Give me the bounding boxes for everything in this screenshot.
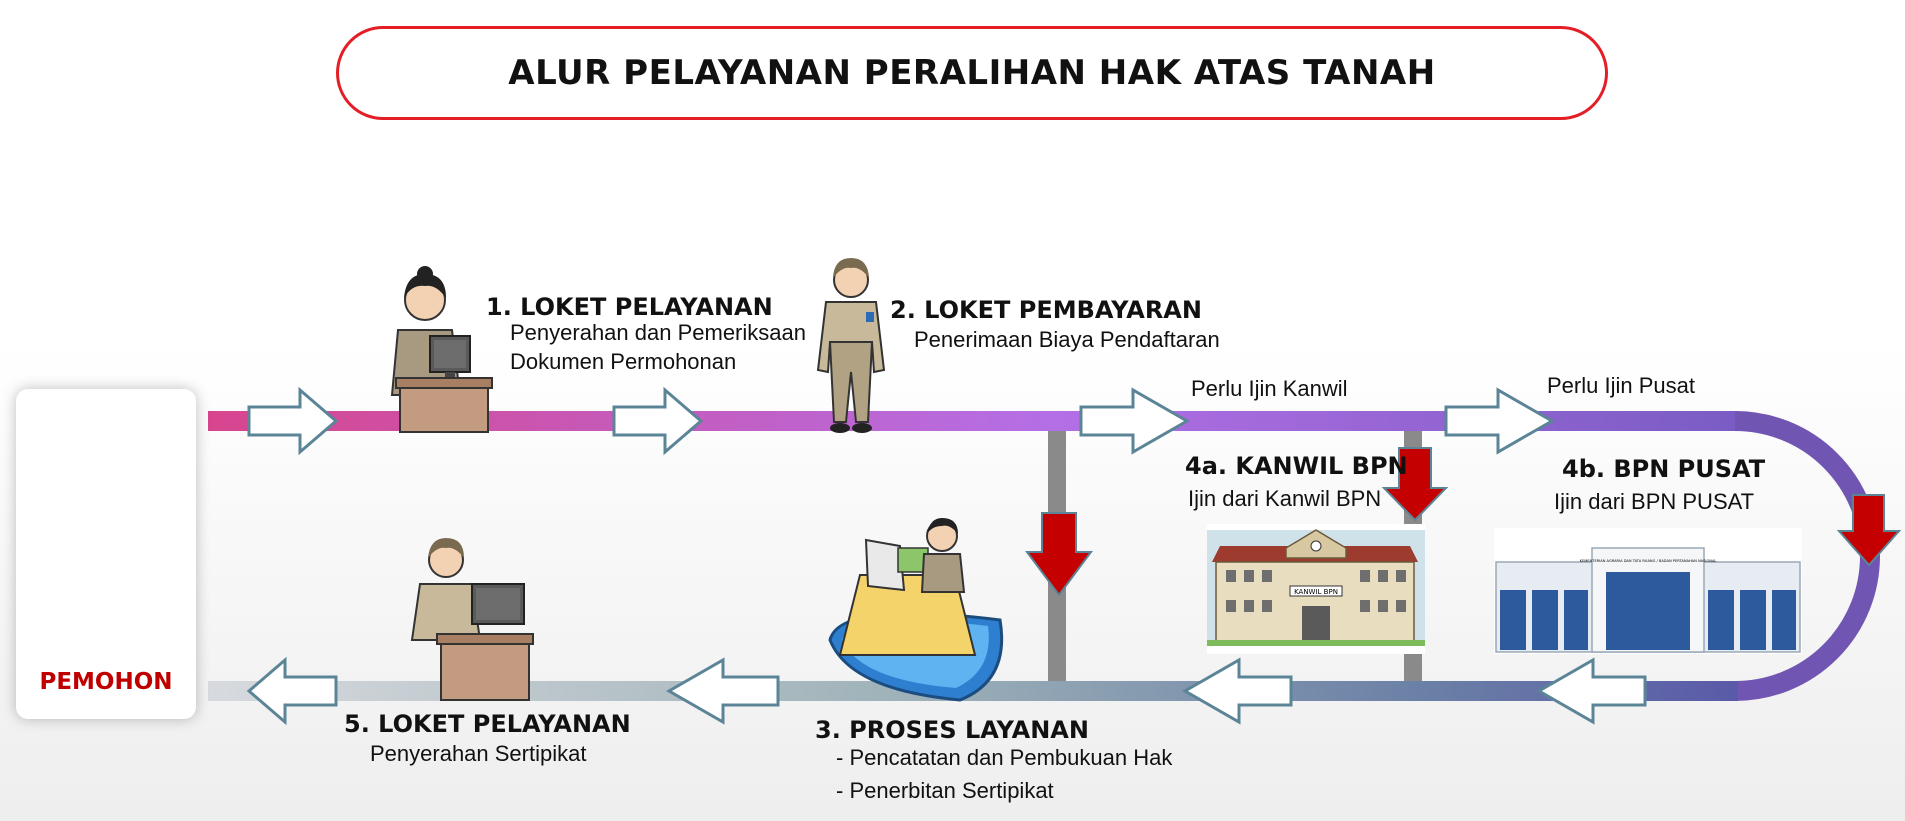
arrow-left-1 <box>246 656 338 726</box>
track-top <box>208 411 1738 431</box>
arrow-left-4 <box>1535 657 1647 725</box>
kanwil-sign: KANWIL BPN <box>1294 588 1338 596</box>
step-4a-desc-1: Ijin dari Kanwil BPN <box>1188 486 1382 511</box>
kanwil-building: KANWIL BPN <box>1207 524 1425 654</box>
down-arrow-kanwil <box>1381 447 1449 522</box>
step-1-desc-1: Penyerahan dan Pemeriksaan <box>510 320 806 345</box>
note-perlu-ijin-kanwil: Perlu Ijin Kanwil <box>1191 376 1348 401</box>
step-4a-title: 4a. KANWIL BPN <box>1185 452 1408 480</box>
officer-proses <box>828 518 1004 702</box>
arrow-left-3 <box>1181 657 1293 725</box>
officer-loket-1 <box>390 266 493 433</box>
arrow-right-2 <box>612 386 704 456</box>
pusat-sign: KEMENTERIAN AGRARIA DAN TATA RUANG / BAD… <box>1580 559 1717 563</box>
down-arrow-pusat <box>1836 494 1902 567</box>
pemohon-label: PEMOHON <box>39 669 173 695</box>
step-2-title: 2. LOKET PEMBAYARAN <box>890 296 1202 324</box>
step-4b-title: 4b. BPN PUSAT <box>1562 455 1766 483</box>
down-arrow-process <box>1025 512 1093 597</box>
arrow-right-1 <box>247 386 339 456</box>
pemohon-card: PEMOHON <box>16 389 196 719</box>
arrow-left-2 <box>665 657 780 725</box>
bpn-pusat-building: KEMENTERIAN AGRARIA DAN TATA RUANG / BAD… <box>1494 528 1802 654</box>
title-banner: ALUR PELAYANAN PERALIHAN HAK ATAS TANAH <box>336 26 1608 120</box>
step-5-title: 5. LOKET PELAYANAN <box>344 710 631 738</box>
note-perlu-ijin-pusat: Perlu Ijin Pusat <box>1547 373 1695 398</box>
page-title: ALUR PELAYANAN PERALIHAN HAK ATAS TANAH <box>508 53 1436 93</box>
step-3-title: 3. PROSES LAYANAN <box>815 716 1089 744</box>
step-3-desc-2: - Penerbitan Sertipikat <box>836 778 1054 803</box>
step-2-desc-1: Penerimaan Biaya Pendaftaran <box>914 327 1220 352</box>
officer-loket-5 <box>410 538 534 701</box>
officer-pembayaran <box>816 258 886 433</box>
step-5-desc-1: Penyerahan Sertipikat <box>370 741 587 766</box>
arrow-right-3 <box>1079 387 1191 455</box>
arrow-right-4 <box>1444 387 1556 455</box>
step-1-title: 1. LOKET PELAYANAN <box>486 293 773 321</box>
step-3-desc-1: - Pencatatan dan Pembukuan Hak <box>836 745 1173 770</box>
step-1-desc-2: Dokumen Permohonan <box>510 349 737 374</box>
step-4b-desc-1: Ijin dari BPN PUSAT <box>1554 489 1755 514</box>
